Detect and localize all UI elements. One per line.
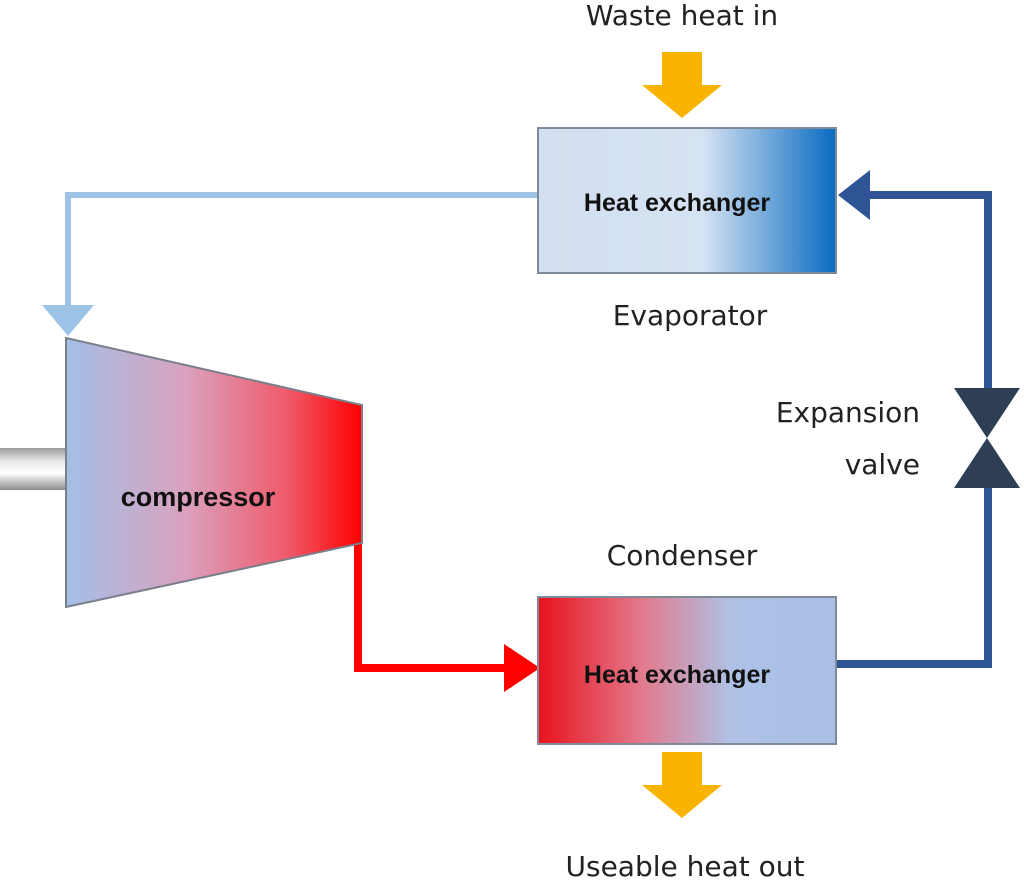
heat-in-arrow-icon [642,52,722,118]
compressor-label: compressor [121,482,276,512]
condenser-label: Condenser [607,539,758,572]
expansion-valve-label-1: Expansion [776,396,920,429]
evaporator-inlet-arrow-icon [838,170,870,220]
waste-heat-in-label: Waste heat in [586,0,778,32]
heat-out-arrow-icon [642,752,722,818]
compressor-shaft [0,448,68,490]
evaporator-label: Evaporator [613,299,768,332]
condenser-heat-exchanger [537,596,837,745]
useable-heat-out-label: Useable heat out [565,850,804,880]
discharge-line [354,540,508,672]
expansion-valve-label-2: valve [845,448,920,481]
low-pressure-line [866,191,992,390]
evaporator-box-label: Heat exchanger [584,189,770,217]
evaporator-heat-exchanger [537,127,837,274]
suction-arrow-icon [42,305,94,336]
expansion-valve-icon [954,388,1020,488]
condenser-box-label: Heat exchanger [584,661,770,689]
liquid-line [836,488,992,668]
compressor [65,336,363,609]
condenser-inlet-arrow-icon [504,644,540,692]
suction-line [65,192,538,308]
